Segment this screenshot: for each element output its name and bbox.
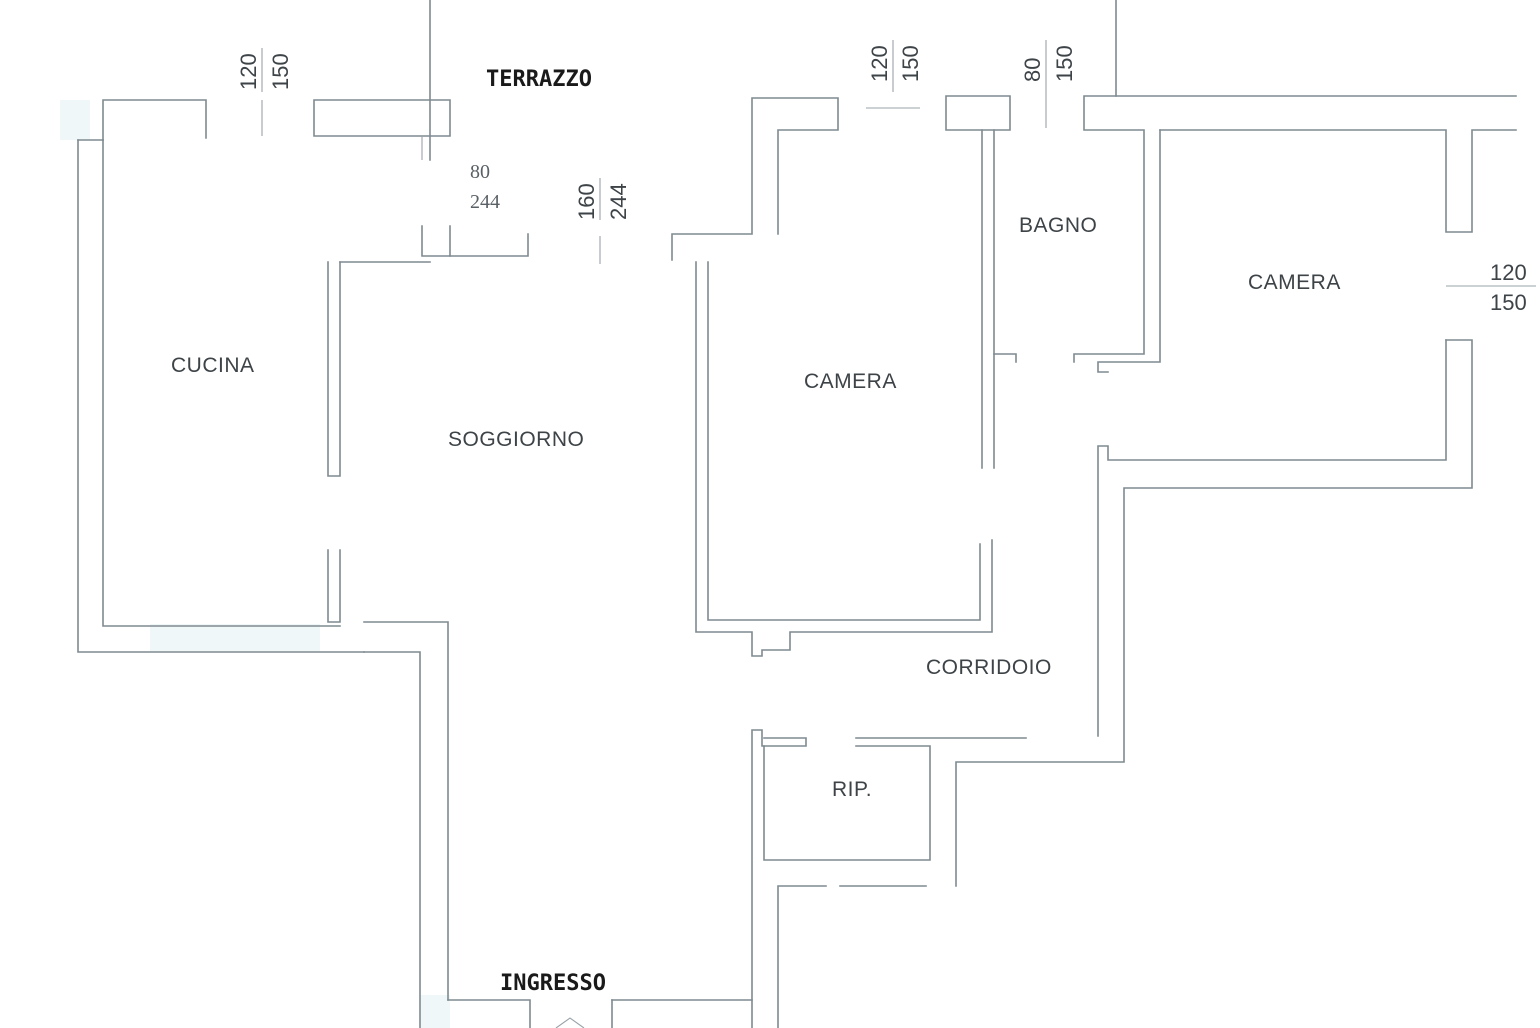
dim-cucina-width: 120: [236, 53, 261, 90]
dim-bagno-width: 80: [1020, 58, 1045, 82]
dim-camera-width: 120: [867, 45, 892, 82]
dim-door-height: 244: [470, 191, 500, 213]
dim-camera-right-height: 150: [1490, 290, 1527, 315]
door-80-jamb: [421, 225, 451, 257]
corridoio-label: CORRIDOIO: [926, 656, 1052, 679]
door-80-jamb: [449, 233, 529, 257]
soggiorno-label: SOGGIORNO: [448, 428, 584, 451]
walls-camera-center: [671, 95, 1011, 657]
walls-soggiorno: [363, 621, 753, 1028]
dim-door-width: 80: [470, 161, 490, 183]
camera-right-label: CAMERA: [1248, 271, 1341, 294]
dim-camera-right-width: 120: [1490, 260, 1527, 285]
dim-soggiorno-width: 160: [574, 183, 599, 220]
rip-label: RIP.: [832, 778, 872, 801]
scan-tint: [150, 624, 320, 652]
dim-soggiorno-height: 244: [606, 183, 631, 220]
entrance-arrow: [555, 1017, 585, 1028]
walls-rip: [751, 729, 1027, 1028]
terrazzo-label: TERRAZZO: [486, 67, 592, 92]
cucina-label: CUCINA: [171, 354, 255, 377]
scan-tint: [420, 995, 450, 1028]
bagno-label: BAGNO: [1019, 214, 1097, 237]
scan-tint: [60, 100, 90, 140]
dim-cucina-height: 150: [268, 53, 293, 90]
walls-camera-right: [955, 129, 1517, 887]
walls-bagno: [993, 0, 1517, 363]
dim-camera-height: 150: [898, 45, 923, 82]
ingresso-label: INGRESSO: [500, 971, 606, 996]
camera-center-label: CAMERA: [804, 370, 897, 393]
dim-bagno-height: 150: [1052, 45, 1077, 82]
walls-cucina: [77, 99, 451, 653]
